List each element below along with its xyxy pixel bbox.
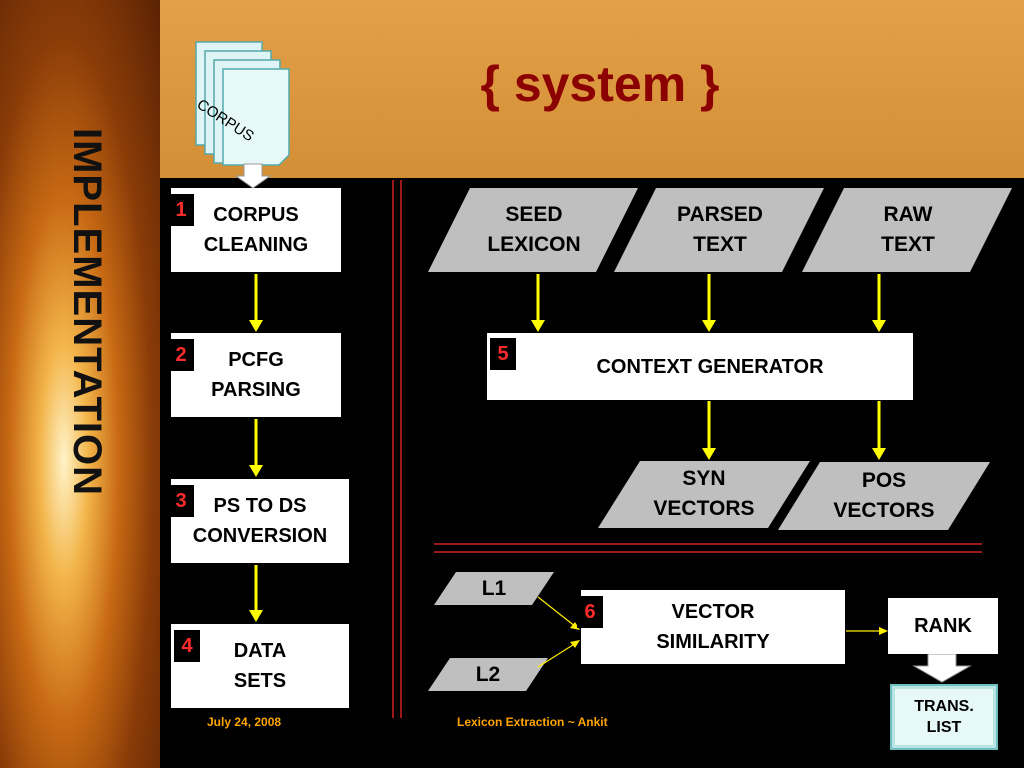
decorative-side-band xyxy=(0,0,160,768)
parsed-text-label: PARSED TEXT xyxy=(677,203,763,256)
footer-date: July 24, 2008 xyxy=(207,715,282,729)
seed-lexicon-shape xyxy=(428,188,638,272)
corpus-document-icon xyxy=(195,41,290,166)
step-pcfg-parsing: PCFG PARSING xyxy=(171,333,341,417)
side-title: IMPLEMENTATION xyxy=(65,127,109,497)
step-data-sets: DATA SETS xyxy=(171,624,349,708)
syn-vectors-label: SYN VECTORS xyxy=(653,467,755,520)
list-l2-label: L2 xyxy=(475,663,501,686)
l2-shape xyxy=(428,658,548,691)
pos-vectors-label: POS VECTORS xyxy=(833,469,935,522)
parsed-text-shape xyxy=(614,188,824,272)
rank-box: RANK xyxy=(888,598,998,654)
rank-down-arrow xyxy=(912,653,972,683)
raw-text-label: RAW TEXT xyxy=(881,203,935,256)
step-number-2: 2 xyxy=(168,339,194,371)
step-context-generator: CONTEXT GENERATOR xyxy=(487,333,913,400)
corpus-down-arrow xyxy=(234,163,272,189)
title-band xyxy=(160,0,1024,178)
step-number-6: 6 xyxy=(577,596,603,628)
step-ps-to-ds-conversion: PS TO DS CONVERSION xyxy=(171,479,349,563)
slide-title: { system } xyxy=(480,56,720,112)
step-vector-similarity: VECTOR SIMILARITY xyxy=(581,590,845,664)
trans-list-box: TRANS. LIST xyxy=(890,684,998,750)
syn-vectors-shape xyxy=(598,461,810,528)
seed-lexicon-label: SEED LEXICON xyxy=(487,203,581,256)
step-corpus-cleaning: CORPUS CLEANING xyxy=(171,188,341,272)
step-number-5: 5 xyxy=(490,338,516,370)
l1-shape xyxy=(434,572,554,605)
list-l1-label: L1 xyxy=(481,577,507,600)
step-number-3: 3 xyxy=(168,485,194,517)
step-number-1: 1 xyxy=(168,194,194,226)
step-number-4: 4 xyxy=(174,630,200,662)
pos-vectors-shape xyxy=(778,462,990,530)
raw-text-shape xyxy=(802,188,1012,272)
footer-caption: Lexicon Extraction ~ Ankit xyxy=(457,715,608,729)
